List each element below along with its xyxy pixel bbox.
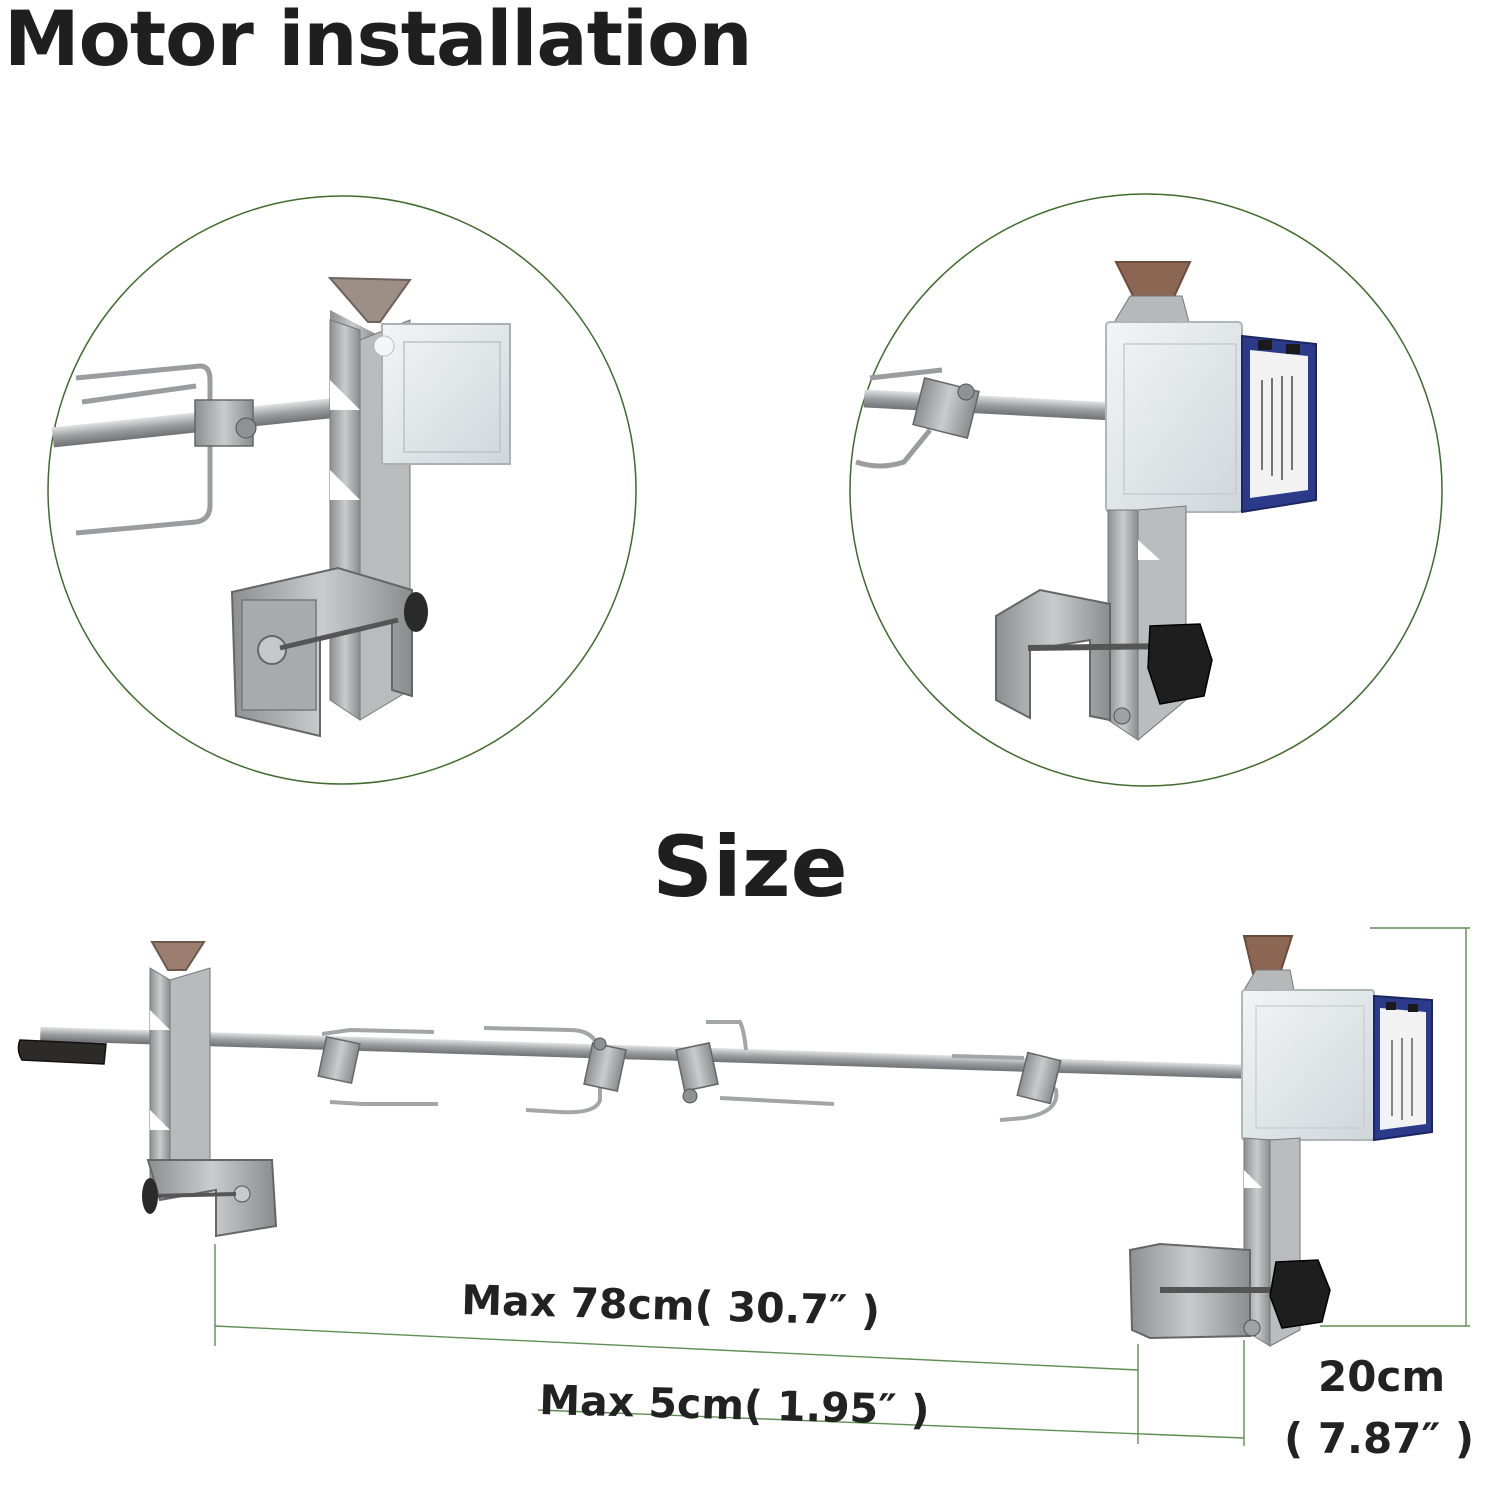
max-clamp-label: Max 5cm( 1.95″ ) <box>538 1376 931 1435</box>
left-bracket <box>142 941 278 1238</box>
forks <box>321 1020 1059 1122</box>
dimension-lines <box>214 927 1470 1446</box>
motor-installation-heading: Motor installation <box>4 0 752 83</box>
grill-clamp-right <box>995 588 1213 725</box>
rod-handle <box>17 1039 107 1065</box>
size-illustration <box>17 927 1470 1446</box>
detail-circle-right <box>849 193 1443 787</box>
size-heading: Size <box>652 818 848 916</box>
motor-unit-right <box>1105 321 1317 514</box>
right-motor-assembly <box>1128 935 1433 1347</box>
fork-clamps <box>317 1036 1062 1105</box>
height-cm-label: 20cm <box>1318 1352 1446 1401</box>
thumb-screw-left <box>235 417 257 439</box>
main-spit-rod <box>40 1026 1270 1080</box>
height-in-label: ( 7.87″ ) <box>1284 1414 1475 1463</box>
detail-circle-left <box>47 195 637 785</box>
motor-unit-left <box>373 323 511 465</box>
fork-prongs-right <box>855 367 943 469</box>
grill-clamp-left <box>230 566 428 738</box>
